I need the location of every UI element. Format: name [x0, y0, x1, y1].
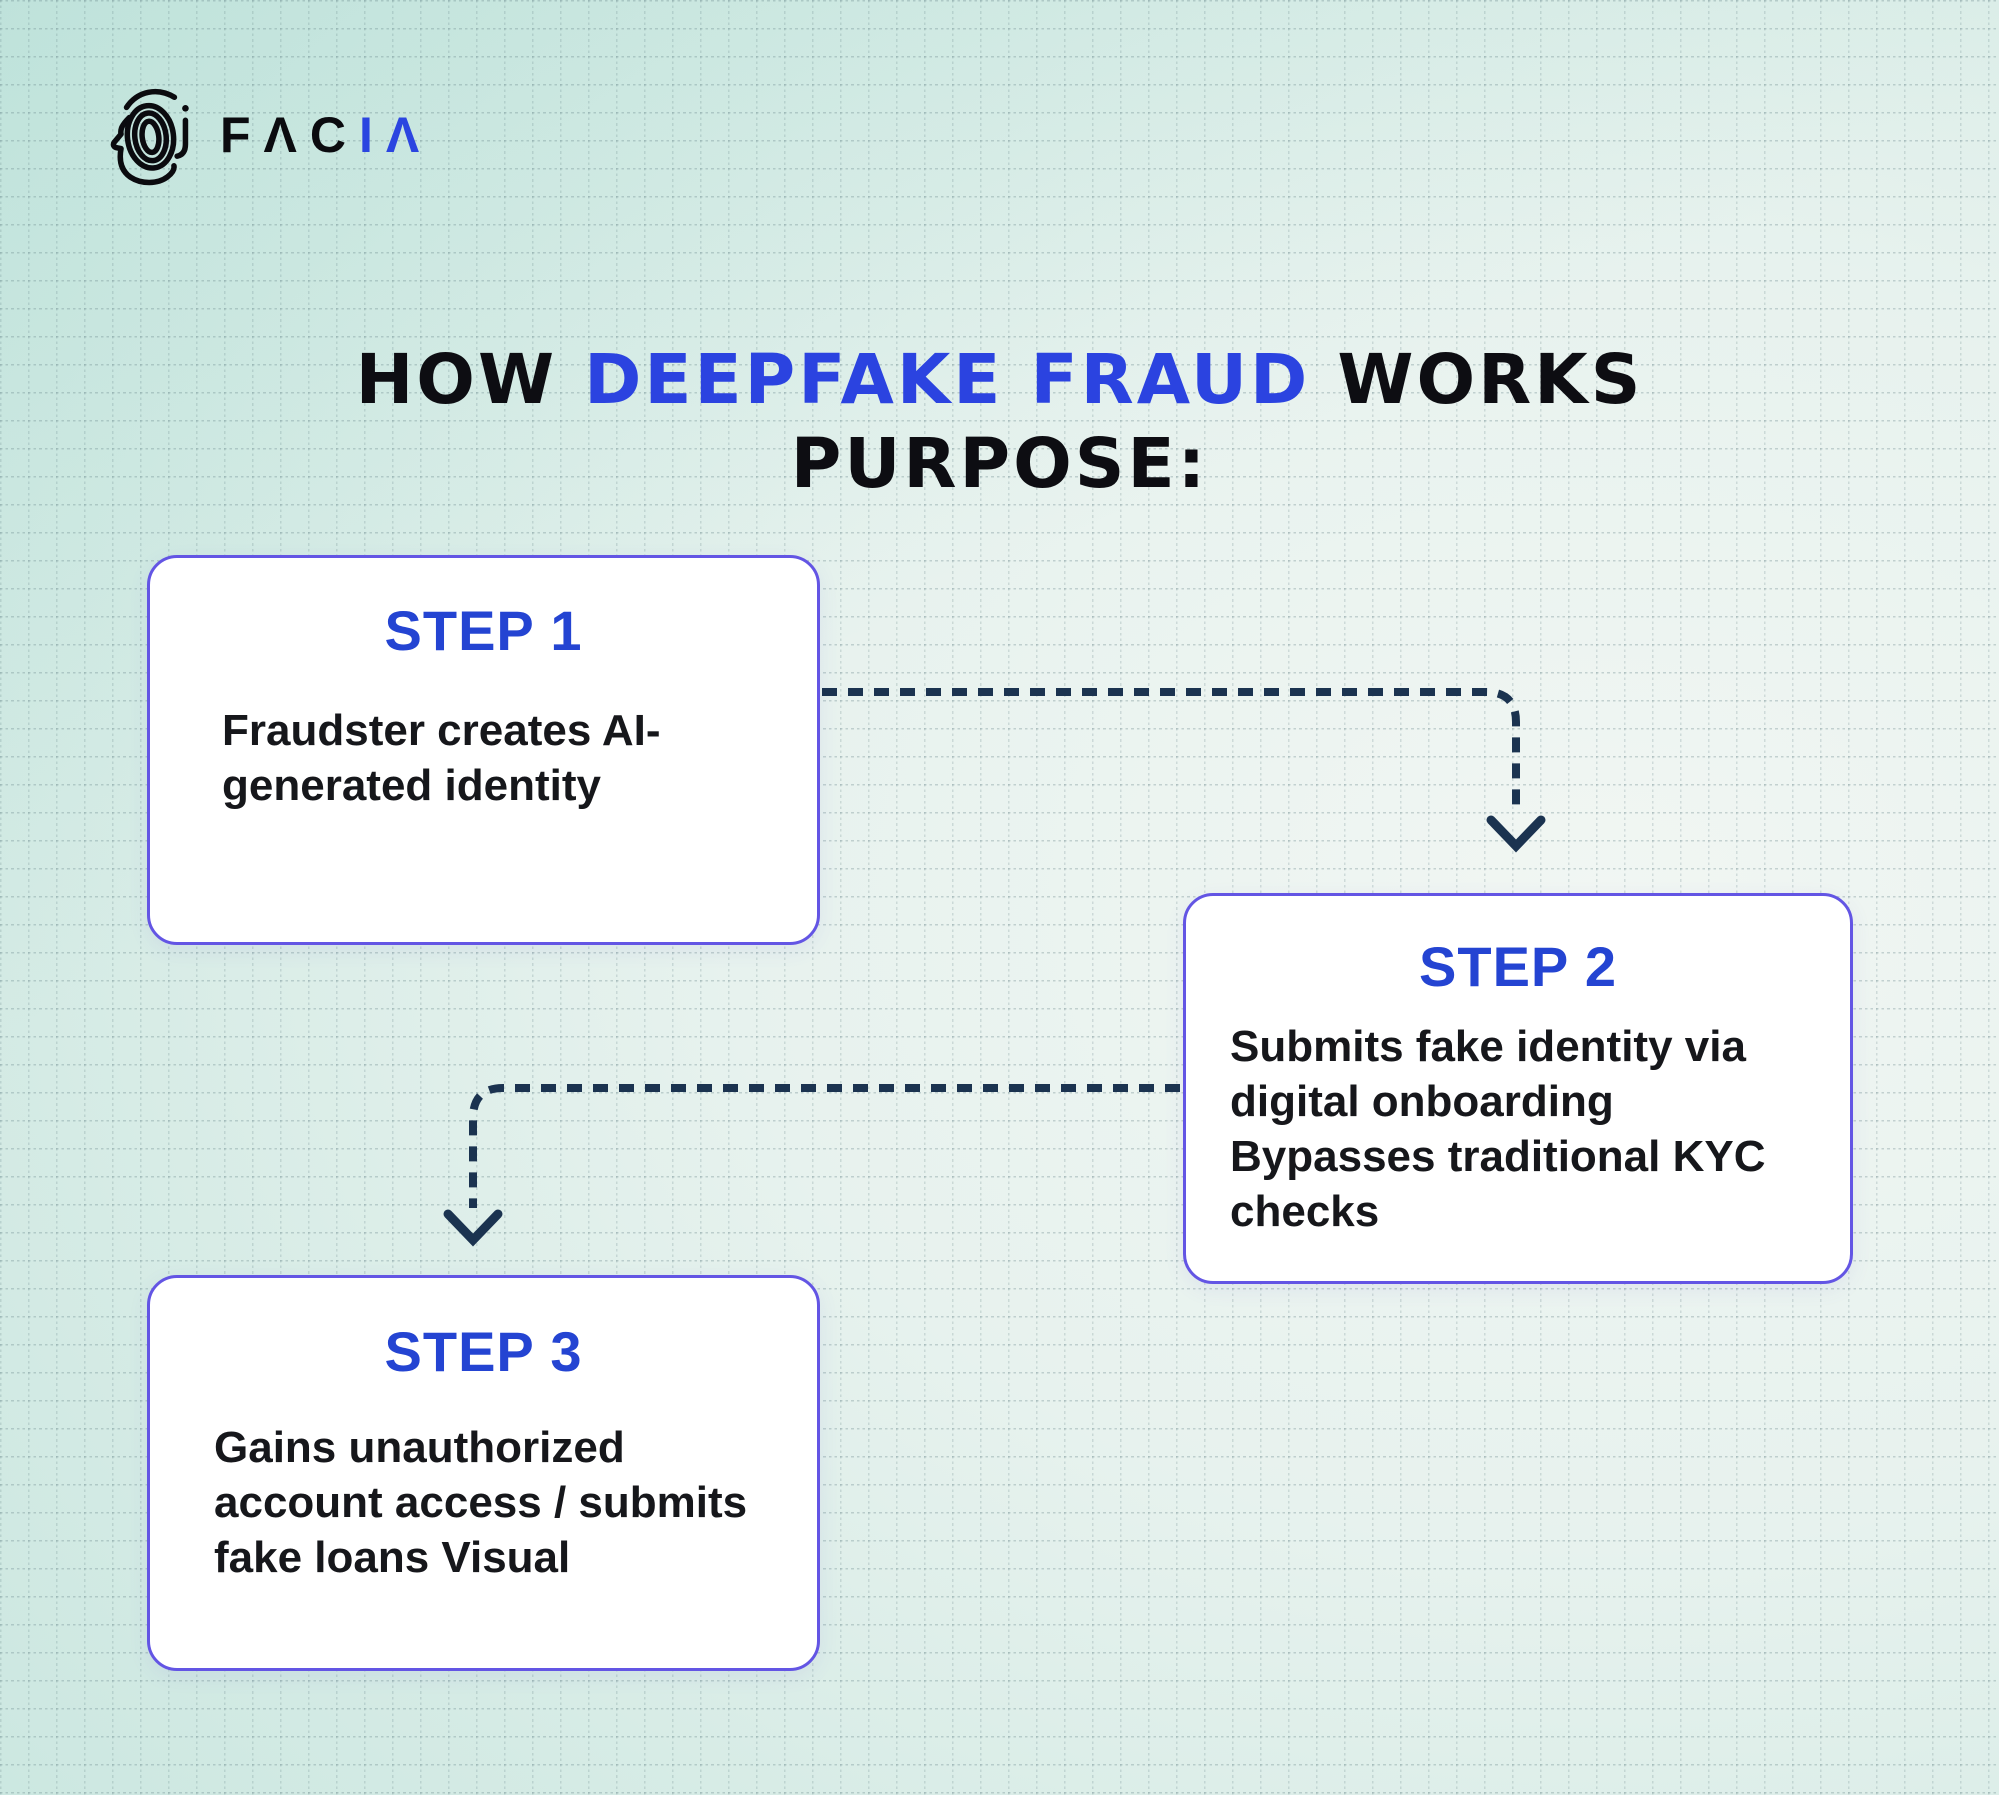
step-2-card: STEP 2 Submits fake identity via digital…: [1183, 893, 1853, 1284]
facia-wordmark: FΛCIΛ: [220, 82, 432, 188]
arrow-step1-to-step2-line: [822, 688, 1520, 814]
arrow-step2-to-step3-line: [469, 1084, 1180, 1208]
title-prefix: HOW: [355, 340, 585, 421]
wordmark-black: FΛC: [220, 107, 359, 163]
step-2-label: STEP 2: [1419, 935, 1617, 998]
facia-logo: FΛCIΛ: [110, 82, 432, 188]
step-3-body: Gains unauthorized account access / subm…: [214, 1423, 748, 1582]
arrow-step2-to-step3-head: [443, 1209, 503, 1247]
title-highlight: DEEPFAKE FRAUD: [584, 340, 1311, 421]
step-1-body: Fraudster creates AI- generated identity: [222, 706, 661, 810]
title-suffix: WORKS: [1310, 340, 1644, 421]
step-2-body: Submits fake identity via digital onboar…: [1230, 1022, 1766, 1236]
title-line2: PURPOSE:: [790, 424, 1209, 505]
step-1-label: STEP 1: [384, 599, 583, 662]
step-1-card: STEP 1 Fraudster creates AI- generated i…: [147, 555, 820, 945]
page-title: HOW DEEPFAKE FRAUD WORKS PURPOSE:: [0, 338, 1999, 506]
wordmark-blue: IΛ: [359, 107, 433, 163]
step-3-card: STEP 3 Gains unauthorized account access…: [147, 1275, 820, 1671]
fingerprint-face-icon: [110, 88, 189, 186]
step-3-label: STEP 3: [384, 1320, 583, 1383]
arrow-step1-to-step2-head: [1486, 815, 1546, 853]
